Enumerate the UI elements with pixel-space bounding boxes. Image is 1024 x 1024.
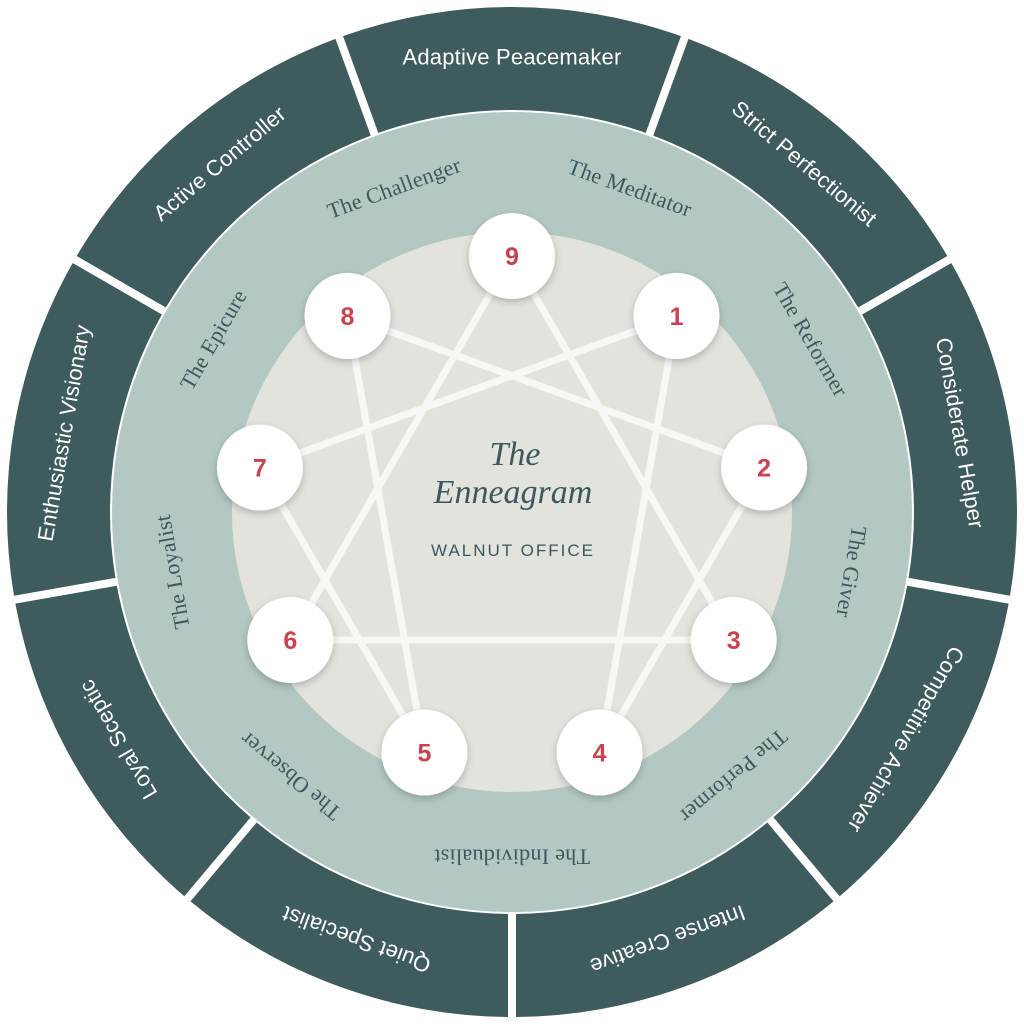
outer-segment-8: [76, 38, 371, 308]
type-node-9: 9: [469, 213, 555, 299]
type-number: 6: [283, 627, 297, 655]
type-number: 9: [505, 243, 519, 271]
type-node-1: 1: [633, 272, 720, 359]
type-number: 8: [340, 303, 354, 331]
outer-segment-1: [653, 38, 948, 308]
type-node-2: 2: [721, 424, 808, 511]
type-node-circle: [469, 213, 555, 299]
type-node-circle: [304, 272, 391, 359]
subtitle: WALNUT OFFICE: [431, 541, 595, 560]
type-number: 4: [593, 740, 607, 768]
line-2-8: [343, 312, 768, 472]
line-4-2: [596, 464, 768, 757]
type-node-circle: [247, 597, 334, 683]
title-line-2: Enneagram: [433, 474, 593, 511]
type-number: 2: [757, 455, 771, 483]
type-number: 1: [670, 303, 684, 331]
enneagram-connection-lines: [256, 252, 768, 757]
line-7-1: [256, 312, 681, 472]
type-number: 3: [727, 627, 741, 655]
type-node-8: 8: [304, 272, 391, 359]
outer-segment-9: [343, 6, 681, 133]
outer-segment-7: [7, 262, 162, 596]
type-node-circle: [690, 597, 777, 683]
line-9-3: [508, 252, 738, 644]
type-node-circle: [633, 272, 720, 359]
type-node-3: 3: [690, 597, 777, 683]
line-6-9: [286, 252, 516, 644]
type-nodes: 9 1 2 3 4 5 6 7 8: [216, 213, 808, 796]
type-node-circle: [721, 424, 808, 511]
type-name-the-individualist: The Individualist: [434, 845, 590, 870]
descriptor-adaptive-peacemaker: Adaptive Peacemaker: [402, 45, 621, 70]
outer-segment-4: [515, 822, 834, 1017]
line-8-5: [343, 312, 428, 757]
type-node-5: 5: [381, 709, 468, 796]
type-node-circle: [556, 709, 643, 796]
type-node-7: 7: [216, 424, 303, 511]
type-node-4: 4: [556, 709, 643, 796]
type-node-6: 6: [247, 597, 334, 683]
type-number: 5: [417, 740, 431, 768]
type-number: 7: [253, 455, 267, 483]
type-node-circle: [381, 709, 468, 796]
outer-segment-2: [862, 262, 1017, 596]
inner-disk: [232, 232, 792, 792]
line-5-7: [256, 464, 428, 757]
title-line-1: The: [490, 436, 541, 473]
line-1-4: [596, 312, 681, 757]
outer-segment-3: [773, 585, 1009, 897]
type-node-circle: [216, 424, 303, 511]
outer-segment-6: [15, 585, 251, 897]
outer-segment-5: [190, 822, 509, 1017]
